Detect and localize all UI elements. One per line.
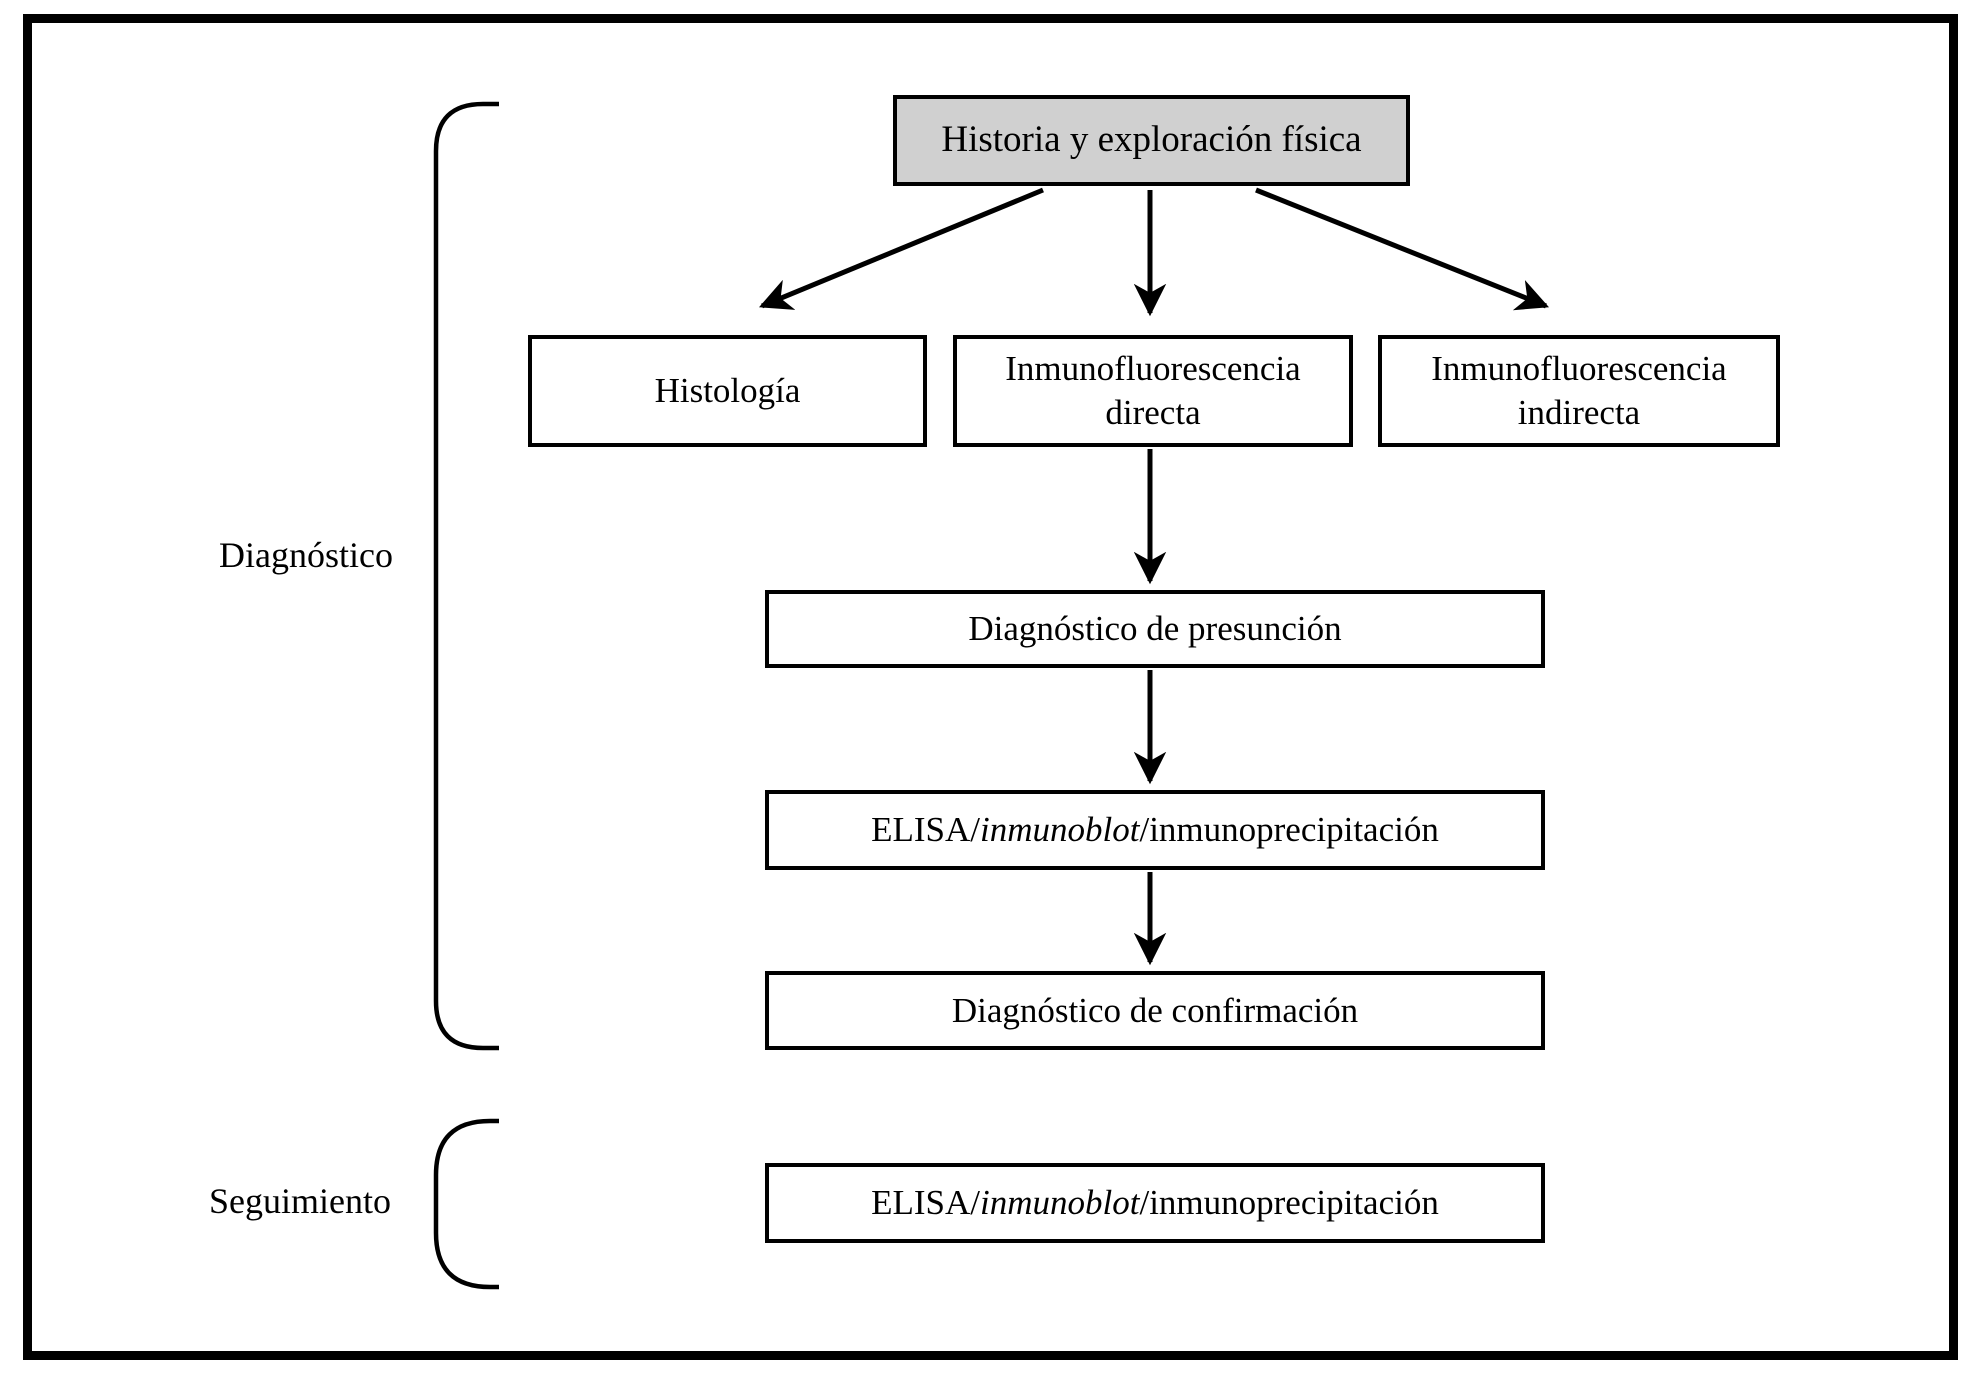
figure-border	[23, 14, 1958, 1360]
node-diagnostico-confirmacion: Diagnóstico de confirmación	[765, 971, 1545, 1050]
label-diagnostico: Diagnóstico	[219, 535, 393, 575]
elisa-text: ELISA/inmunoblot/inmunoprecipitación	[871, 810, 1439, 850]
node-diagnostico-presuncion: Diagnóstico de presunción	[765, 590, 1545, 668]
node-elisa-seguimiento: ELISA/inmunoblot/inmunoprecipitación	[765, 1163, 1545, 1243]
label-seguimiento: Seguimiento	[209, 1181, 391, 1221]
elisa-text: ELISA/inmunoblot/inmunoprecipitación	[871, 1183, 1439, 1223]
seguimiento-bracket	[433, 1118, 499, 1290]
arrow-historia-histologia	[758, 187, 1044, 310]
diagnostico-bracket	[433, 101, 499, 1051]
node-histologia: Histología	[528, 335, 927, 447]
node-inmunofluorescencia-directa: Inmunofluorescencia directa	[953, 335, 1353, 447]
node-historia-exploracion: Historia y exploración física	[893, 95, 1410, 186]
node-inmunofluorescencia-indirecta: Inmunofluorescencia indirecta	[1378, 335, 1780, 447]
node-elisa-diagnostico: ELISA/inmunoblot/inmunoprecipitación	[765, 790, 1545, 870]
arrow-historia-ifindirecta	[1255, 187, 1550, 311]
